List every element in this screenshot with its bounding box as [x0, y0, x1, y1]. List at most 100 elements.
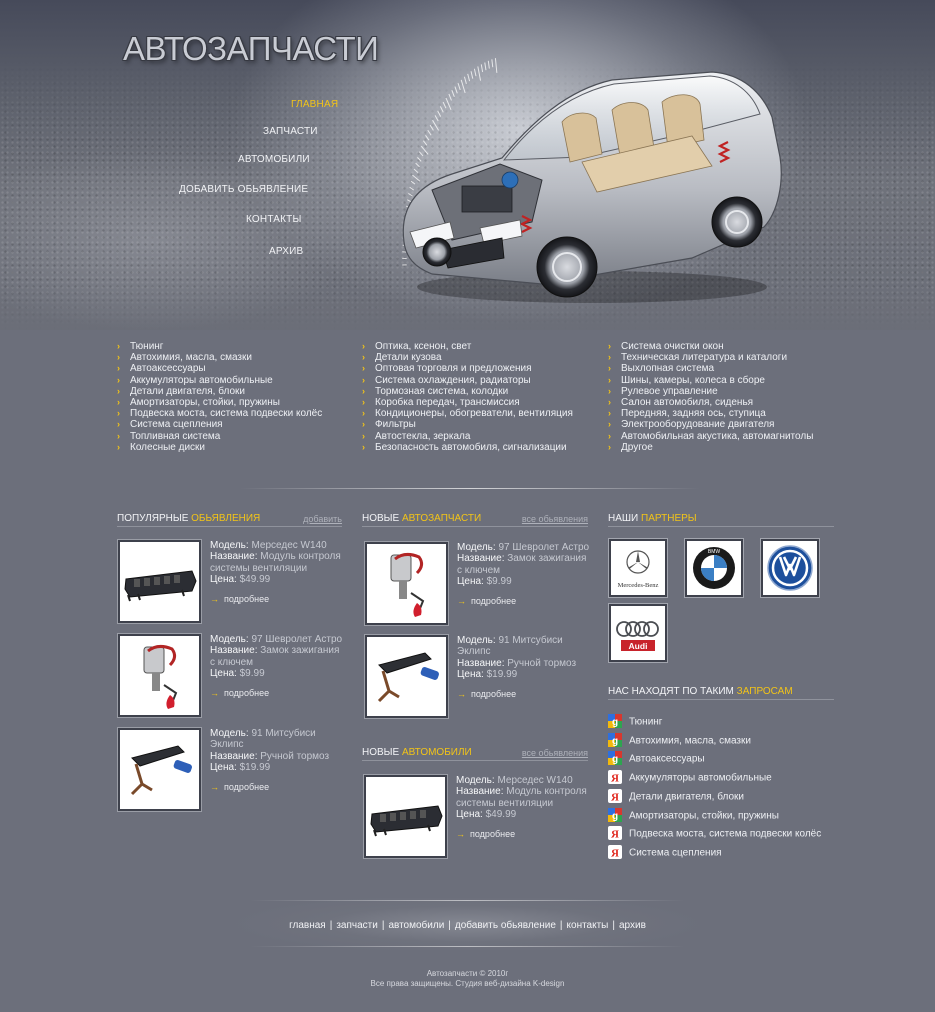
arrow-right-icon: → [210, 594, 219, 605]
category-item[interactable]: ›Электрооборудование двигателя [608, 419, 775, 431]
category-item[interactable]: ›Коробка передач, трансмиссия [362, 396, 520, 408]
category-item[interactable]: ›Система сцепления [117, 419, 223, 431]
details-link[interactable]: подробнее [471, 689, 517, 700]
category-item[interactable]: ›Топливная система [117, 430, 221, 442]
category-item[interactable]: ›Автоаксессуары [117, 363, 206, 375]
product-thumbnail[interactable] [365, 542, 448, 625]
category-item[interactable]: ›Амортизаторы, стойки, пружины [117, 396, 280, 408]
category-column-2: ›Оптика, ксенон, свет›Детали кузова›Опто… [362, 341, 602, 453]
yandex-icon: Я [608, 770, 622, 785]
mercedes-benz-logo[interactable]: Mercedes-Benz [609, 539, 667, 597]
footer-nav-item-5[interactable]: архив [618, 920, 646, 931]
category-item[interactable]: ›Салон автомобиля, сиденья [608, 396, 754, 408]
footer-nav-item-1[interactable]: запчасти [336, 920, 378, 931]
category-item[interactable]: ›Колесные диски [117, 441, 205, 453]
category-item[interactable]: ›Детали двигателя, блоки [117, 385, 245, 397]
category-item[interactable]: ›Автохимия, масла, смазки [117, 352, 252, 364]
category-item[interactable]: ›Выхлопная система [608, 363, 715, 375]
all-ads-link[interactable]: все обьявления [521, 514, 588, 524]
footer-nav-item-4[interactable]: контакты [566, 920, 609, 931]
category-item[interactable]: ›Оптика, ксенон, свет [362, 341, 472, 352]
chevron-right-icon: › [608, 396, 611, 407]
nav-item-4[interactable]: КОНТАКТЫ [246, 214, 302, 225]
chevron-right-icon: › [362, 408, 365, 419]
product-name: Ручной тормоз [507, 657, 577, 669]
category-item[interactable]: ›Техническая литература и каталоги [608, 352, 788, 364]
category-item[interactable]: ›Подвеска моста, система подвески колёс [117, 408, 323, 420]
category-item[interactable]: ›Шины, камеры, колеса в сборе [608, 374, 765, 386]
footer-nav-item-0[interactable]: главная [289, 920, 326, 931]
category-item[interactable]: ›Другое [608, 441, 653, 453]
category-item[interactable]: ›Детали кузова [362, 352, 442, 364]
category-item[interactable]: ›Передняя, задняя ось, ступица [608, 408, 766, 420]
category-item[interactable]: ›Аккумуляторы автомобильные [117, 374, 273, 386]
category-item[interactable]: ›Фильтры [362, 419, 416, 431]
details-link[interactable]: подробнее [471, 596, 517, 607]
query-item[interactable]: Я Аккумуляторы автомобильные [608, 770, 772, 785]
product-thumbnail[interactable] [365, 635, 448, 718]
footer-nav-item-3[interactable]: добавить обьявление [454, 920, 556, 931]
bmw-logo[interactable]: BMW [685, 539, 743, 597]
category-column-3: ›Система очистки окон›Техническая литера… [608, 341, 848, 453]
details-link[interactable]: подробнее [470, 829, 516, 840]
chevron-right-icon: › [117, 396, 120, 407]
nav-item-2[interactable]: АВТОМОБИЛИ [238, 154, 310, 165]
category-item[interactable]: ›Оптовая торговля и предложения [362, 363, 532, 375]
chevron-right-icon: › [362, 341, 365, 351]
product-price: $49.99 [485, 808, 517, 820]
product-price: $49.99 [239, 573, 271, 585]
all-cars-link[interactable]: все обьявления [521, 748, 588, 758]
footer-band [230, 898, 705, 950]
svg-text:Audi: Audi [629, 641, 648, 651]
nav-item-5[interactable]: АРХИВ [269, 246, 304, 257]
add-ad-link[interactable]: добавить [303, 514, 342, 524]
query-text: Аккумуляторы автомобильные [629, 772, 772, 784]
product-thumbnail[interactable] [118, 728, 201, 811]
query-text: Подвеска моста, система подвески колёс [629, 828, 822, 840]
product-thumbnail[interactable] [118, 634, 201, 717]
query-text: Амортизаторы, стойки, пружины [629, 810, 779, 822]
product-thumbnail[interactable] [118, 540, 201, 623]
svg-text:g: g [612, 754, 618, 765]
chevron-right-icon: › [362, 363, 365, 374]
volkswagen-logo[interactable] [761, 539, 819, 597]
category-item[interactable]: ›Кондиционеры, обогреватели, вентиляция [362, 408, 573, 420]
site-logo[interactable]: АВТОЗАПЧАСТИ [123, 30, 379, 67]
product-thumbnail[interactable] [364, 775, 447, 858]
category-item[interactable]: ›Безопасность автомобиля, сигнализации [362, 441, 567, 453]
chevron-right-icon: › [608, 363, 611, 374]
details-link[interactable]: подробнее [224, 782, 270, 793]
audi-logo[interactable]: Audi [609, 604, 667, 662]
nav-item-3[interactable]: ДОБАВИТЬ ОБЬЯВЛЕНИЕ [179, 184, 309, 195]
category-item[interactable]: ›Система охлаждения, радиаторы [362, 374, 531, 386]
nav-item-0[interactable]: ГЛАВНАЯ [291, 99, 339, 110]
product-name: Модуль контроля системы вентиляции [210, 551, 341, 574]
svg-text:g: g [612, 736, 618, 747]
category-item[interactable]: ›Тормозная система, колодки [362, 385, 509, 397]
section-title-new-cars: НОВЫЕ АВТОМОБИЛИ все обьявления [362, 747, 588, 761]
footer-nav-item-2[interactable]: автомобили [388, 920, 445, 931]
category-item[interactable]: ›Автомобильная акустика, автомагнитолы [608, 430, 814, 442]
details-link[interactable]: подробнее [224, 688, 270, 699]
category-item[interactable]: ›Рулевое управление [608, 385, 718, 397]
category-item[interactable]: ›Система очистки окон [608, 341, 724, 352]
nav-item-1[interactable]: ЗАПЧАСТИ [263, 126, 318, 137]
category-item[interactable]: ›Автостекла, зеркала [362, 430, 471, 442]
details-link[interactable]: подробнее [224, 594, 270, 605]
svg-text:g: g [612, 717, 618, 728]
category-item[interactable]: ›Тюнинг [117, 341, 164, 352]
